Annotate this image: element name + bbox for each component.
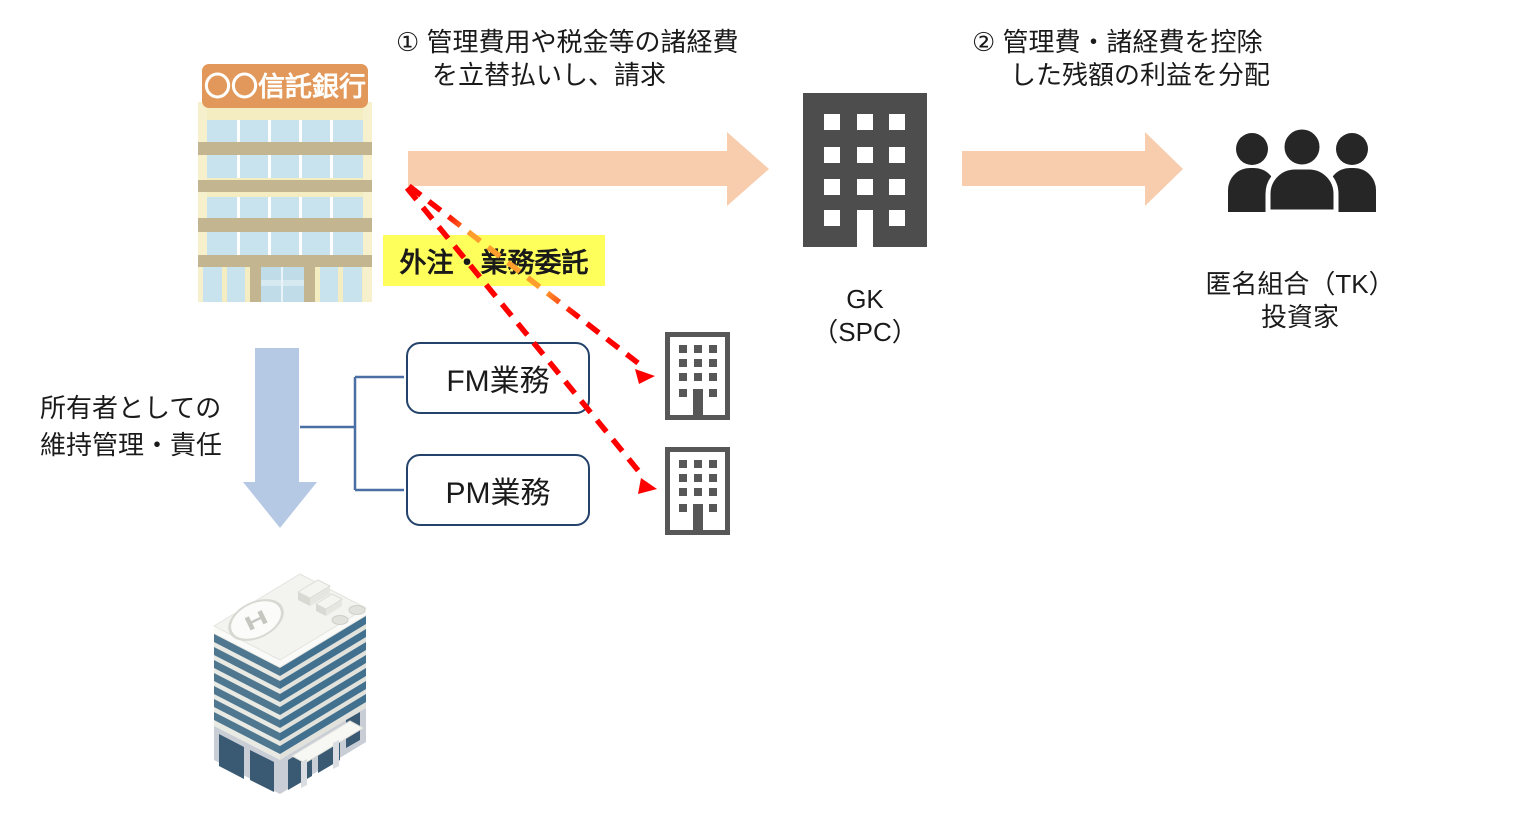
trust-bank-icon: 〇〇信託銀行 xyxy=(198,64,372,302)
owner-responsibility-label: 所有者としての 維持管理・責任 xyxy=(40,390,222,464)
owner-line2: 維持管理・責任 xyxy=(40,430,223,460)
bank-floor-bands xyxy=(198,142,372,267)
step1-annotation: ① 管理費用や税金等の諸経費 を立替払いし、請求 xyxy=(396,26,739,92)
outsourcing-highlight: 外注・業務委託 xyxy=(383,235,605,286)
tk-label: 匿名組合（TK） 投資家 xyxy=(1190,268,1410,334)
step1-line1: ① 管理費用や税金等の諸経費 xyxy=(396,27,739,57)
vendor-building-2-icon xyxy=(665,447,730,535)
flow-arrow-2 xyxy=(962,132,1183,206)
fm-label: FM業務 xyxy=(446,365,550,398)
owner-line1: 所有者としての xyxy=(40,393,222,423)
step2-annotation: ② 管理費・諸経費を控除 した残額の利益を分配 xyxy=(972,26,1270,92)
outsourcing-label: 外注・業務委託 xyxy=(399,248,589,278)
helipad: H xyxy=(228,599,284,641)
dashed-arrow-pm-vendor xyxy=(404,186,644,476)
step1-line2: を立替払いし、請求 xyxy=(432,60,667,90)
fm-pm-connector xyxy=(300,375,404,492)
bank-windows xyxy=(207,120,363,255)
pm-box: PM業務 xyxy=(406,454,590,526)
dashed-arrow-pm-vendor-head xyxy=(638,478,657,494)
investors-people-icon xyxy=(1228,126,1376,214)
tk-label-line1: 匿名組合（TK） xyxy=(1205,269,1395,299)
entrance-canopy xyxy=(290,720,365,764)
step2-line2: した残額の利益を分配 xyxy=(1010,60,1271,90)
bank-sign-label: 〇〇信託銀行 xyxy=(204,71,366,102)
gk-label-line2: （SPC） xyxy=(812,317,918,347)
fm-box: FM業務 xyxy=(406,342,590,414)
gk-building-icon xyxy=(803,93,927,247)
step2-line1: ② 管理費・諸経費を控除 xyxy=(972,27,1263,57)
flow-arrow-1 xyxy=(408,132,769,206)
pm-label: PM業務 xyxy=(445,477,551,510)
bank-ground-floor xyxy=(203,267,362,302)
vendor-building-1-icon xyxy=(665,332,730,420)
rooftop-structures xyxy=(296,579,366,625)
owner-down-arrow xyxy=(243,348,317,528)
dashed-arrow-fm-vendor-head xyxy=(635,369,655,384)
tk-label-line2: 投資家 xyxy=(1260,302,1339,332)
bank-sign xyxy=(202,64,368,108)
property-building-icon: H xyxy=(212,573,368,794)
gk-label-line1: GK xyxy=(846,284,884,314)
gk-label: GK （SPC） xyxy=(803,283,927,349)
